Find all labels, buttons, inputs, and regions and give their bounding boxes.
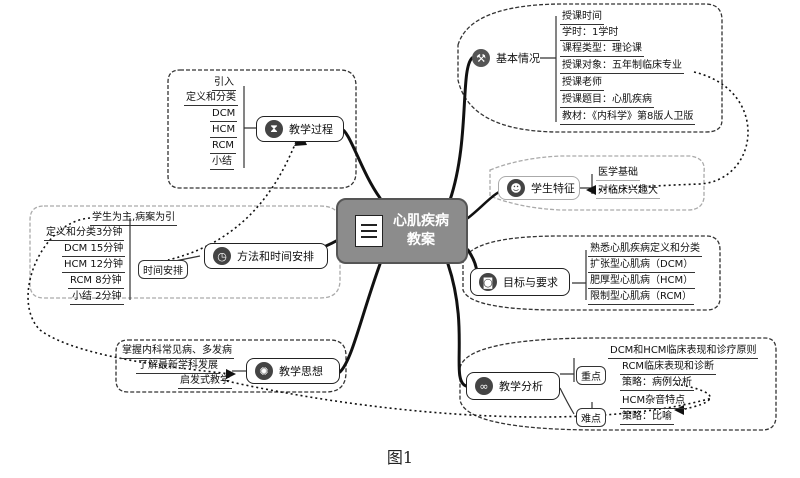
process-item[interactable]: DCM — [210, 107, 238, 122]
goal-item[interactable]: 限制型心肌病（RCM） — [588, 290, 695, 305]
goal-item[interactable]: 扩张型心肌病（DCM） — [588, 258, 696, 273]
method-item[interactable]: DCM 15分钟 — [62, 242, 126, 257]
method-item[interactable]: 学生为主,病案为引 — [90, 211, 178, 226]
difficult-points-tag[interactable]: 难点 — [576, 408, 606, 427]
difficult-point-item[interactable]: 策略：比喻 — [620, 410, 674, 425]
glasses-icon: ∞ — [475, 377, 493, 395]
basic-item[interactable]: 教材：《内科学》第8版人卫版 — [560, 110, 696, 125]
difficult-point-item[interactable]: HCM杂音特点 — [620, 394, 688, 409]
basic-item[interactable]: 授课题目：心肌疾病 — [560, 93, 654, 108]
goal-item[interactable]: 肥厚型心肌病（HCM） — [588, 274, 696, 289]
student-features-label: 学生特征 — [531, 182, 575, 195]
process-group-frame — [167, 69, 357, 189]
thought-item[interactable]: 掌握内科常见病、多发病 — [120, 344, 234, 359]
basic-info-node[interactable]: ⚒ 基本情况 — [472, 48, 540, 68]
center-subtitle: 教案 — [407, 232, 435, 248]
hourglass-icon: ⧗ — [265, 120, 283, 138]
center-title: 心肌疾病 — [393, 213, 449, 229]
goals-node[interactable]: ◙ 目标与要求 — [470, 268, 570, 296]
basic-group-frame — [457, 3, 723, 133]
process-item[interactable]: 定义和分类 — [184, 91, 238, 106]
basic-item[interactable]: 授课对象：五年制临床专业 — [560, 59, 684, 74]
student-features-node[interactable]: ☻ 学生特征 — [498, 176, 580, 200]
key-point-item[interactable]: 策略：病例分析 — [620, 376, 694, 391]
timing-tag[interactable]: 时间安排 — [138, 260, 188, 279]
basic-item[interactable]: 课程类型：理论课 — [560, 42, 644, 57]
analysis-label: 教学分析 — [499, 380, 543, 393]
document-icon — [355, 215, 383, 247]
analysis-node[interactable]: ∞ 教学分析 — [466, 372, 560, 400]
figure-caption: 图1 — [386, 448, 414, 467]
goal-item[interactable]: 熟悉心肌疾病定义和分类 — [588, 242, 702, 257]
thought-node[interactable]: ✺ 教学思想 — [246, 358, 340, 384]
analysis-group-frame — [459, 337, 777, 431]
thought-label: 教学思想 — [279, 365, 323, 378]
process-node[interactable]: ⧗ 教学过程 — [256, 116, 344, 142]
thought-group-frame — [115, 339, 347, 393]
method-item[interactable]: 小结 2分钟 — [70, 290, 124, 305]
method-item[interactable]: 定义和分类3分钟 — [44, 226, 125, 241]
goal-group-frame — [462, 235, 721, 311]
process-label: 教学过程 — [289, 123, 333, 136]
goals-label: 目标与要求 — [503, 276, 558, 289]
center-topic[interactable]: 心肌疾病 教案 — [336, 198, 468, 264]
lightbulb-icon: ✺ — [255, 362, 273, 380]
method-item[interactable]: RCM 8分钟 — [68, 274, 124, 289]
key-point-item[interactable]: DCM和HCM临床表现和诊疗原则 — [608, 344, 759, 359]
basic-item[interactable]: 授课时间 — [560, 10, 604, 25]
key-point-item[interactable]: RCM临床表现和诊断 — [620, 360, 717, 375]
process-item[interactable]: HCM — [210, 123, 238, 138]
process-item[interactable]: RCM — [210, 139, 237, 154]
method-node[interactable]: ◷ 方法和时间安排 — [204, 243, 328, 269]
thought-item[interactable]: 了解最新学科发展 — [136, 359, 220, 374]
key-points-tag[interactable]: 重点 — [576, 366, 606, 385]
basic-item[interactable]: 授课老师 — [560, 76, 604, 91]
camera-icon: ◙ — [479, 273, 497, 291]
process-item[interactable]: 小结 — [210, 155, 234, 170]
method-item[interactable]: HCM 12分钟 — [62, 258, 126, 273]
basic-item[interactable]: 学时：1学时 — [560, 26, 621, 41]
basic-info-label: 基本情况 — [496, 52, 540, 65]
process-item[interactable]: 引入 — [212, 76, 236, 91]
hammer-icon: ⚒ — [472, 49, 490, 67]
student-group-frame — [489, 155, 705, 211]
clock-icon: ◷ — [213, 247, 231, 265]
student-icon: ☻ — [507, 179, 525, 197]
method-label: 方法和时间安排 — [237, 250, 314, 263]
student-item[interactable]: 医学基础 — [596, 166, 640, 181]
thought-item[interactable]: 启发式教学 — [178, 374, 232, 389]
student-item[interactable]: 对临床兴趣大 — [596, 184, 660, 199]
